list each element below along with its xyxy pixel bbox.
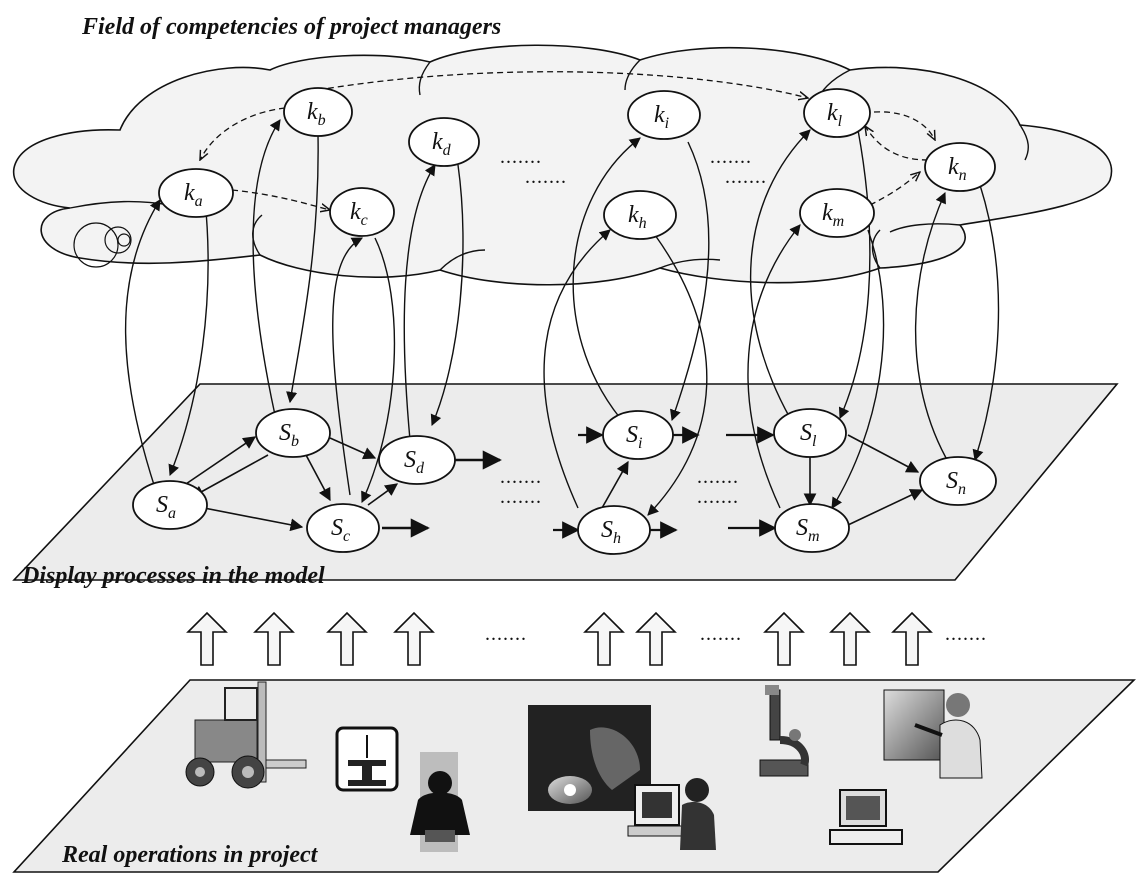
competency-node-kb: kb bbox=[283, 87, 353, 137]
process-node-Sa: Sa bbox=[132, 480, 208, 530]
up-arrow-icon bbox=[393, 611, 435, 666]
model-plane-title: Display processes in the model bbox=[21, 563, 325, 589]
svg-text:kl: kl bbox=[827, 100, 843, 130]
svg-text:.......: ....... bbox=[700, 623, 742, 645]
competency-field-title: Field of competencies of project manager… bbox=[81, 14, 501, 40]
svg-text:Sa: Sa bbox=[156, 492, 176, 522]
competency-node-kn: kn bbox=[924, 142, 996, 192]
microscope-icon bbox=[759, 685, 809, 777]
svg-text:Sc: Sc bbox=[331, 515, 350, 545]
svg-text:Sm: Sm bbox=[796, 515, 820, 545]
process-node-Sl: Sl bbox=[773, 408, 847, 458]
svg-text:.......: ....... bbox=[697, 466, 739, 488]
svg-text:km: km bbox=[822, 200, 844, 230]
worker-icon bbox=[410, 752, 470, 852]
process-node-Si: Si bbox=[602, 410, 674, 460]
crane-beam-icon bbox=[335, 726, 399, 792]
up-arrow-icon bbox=[583, 611, 625, 666]
svg-text:.......: ....... bbox=[945, 623, 987, 645]
svg-text:.......: ....... bbox=[500, 486, 542, 508]
process-node-Sc: Sc bbox=[306, 503, 380, 553]
up-arrow-icon bbox=[891, 611, 933, 666]
upward-arrows bbox=[186, 611, 933, 666]
forklift-icon bbox=[185, 681, 307, 789]
process-node-Sb: Sb bbox=[255, 408, 331, 458]
svg-text:.......: ....... bbox=[710, 146, 752, 168]
svg-text:.......: ....... bbox=[500, 466, 542, 488]
welder-photo bbox=[528, 705, 651, 811]
operations-plane-title: Real operations in project bbox=[61, 842, 319, 868]
svg-text:kc: kc bbox=[350, 199, 368, 229]
svg-text:kh: kh bbox=[628, 202, 647, 232]
up-arrow-icon bbox=[635, 611, 677, 666]
svg-text:.......: ....... bbox=[697, 486, 739, 508]
thought-bubbles bbox=[73, 222, 132, 268]
svg-text:.......: ....... bbox=[485, 623, 527, 645]
presenter-icon bbox=[883, 689, 983, 779]
svg-text:ki: ki bbox=[654, 102, 669, 132]
svg-text:.......: ....... bbox=[525, 166, 567, 188]
process-links bbox=[179, 426, 924, 539]
svg-text:Sb: Sb bbox=[279, 420, 299, 450]
process-node-Sn: Sn bbox=[919, 456, 997, 506]
svg-text:.......: ....... bbox=[725, 166, 767, 188]
svg-text:.......: ....... bbox=[500, 146, 542, 168]
svg-text:kn: kn bbox=[948, 154, 967, 184]
up-arrow-icon bbox=[253, 611, 295, 666]
competency-node-kl: kl bbox=[803, 88, 871, 138]
mapping-arrows bbox=[124, 119, 1000, 516]
competency-links bbox=[200, 71, 935, 210]
up-arrow-icon bbox=[186, 611, 228, 666]
up-arrow-icon bbox=[829, 611, 871, 666]
competency-node-kh: kh bbox=[603, 190, 677, 240]
svg-text:Si: Si bbox=[626, 422, 642, 452]
competency-node-ki: ki bbox=[627, 90, 701, 140]
up-arrow-icon bbox=[326, 611, 368, 666]
computer-operator-icon bbox=[627, 778, 716, 850]
svg-text:Sl: Sl bbox=[800, 420, 817, 450]
competency-node-kc: kc bbox=[329, 187, 395, 237]
process-node-Sh: Sh bbox=[577, 505, 651, 555]
competency-node-km: km bbox=[799, 188, 875, 238]
competency-node-ka: ka bbox=[158, 168, 234, 218]
svg-text:kd: kd bbox=[432, 129, 452, 159]
process-node-Sm: Sm bbox=[774, 503, 850, 553]
svg-text:Sn: Sn bbox=[946, 468, 966, 498]
process-node-Sd: Sd bbox=[378, 435, 456, 485]
desktop-computer-icon bbox=[829, 789, 903, 845]
svg-text:Sd: Sd bbox=[404, 447, 425, 477]
svg-text:ka: ka bbox=[184, 180, 203, 210]
svg-text:kb: kb bbox=[307, 99, 326, 129]
ellipsis-marks: ....... ....... ....... ....... ....... … bbox=[485, 146, 987, 645]
competency-node-kd: kd bbox=[408, 117, 480, 167]
svg-text:Sh: Sh bbox=[601, 517, 621, 547]
up-arrow-icon bbox=[763, 611, 805, 666]
